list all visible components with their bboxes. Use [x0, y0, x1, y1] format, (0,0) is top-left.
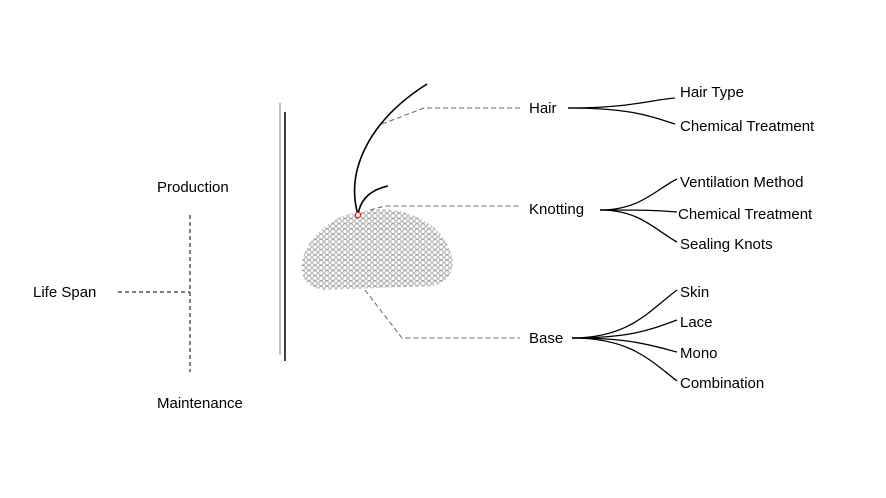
category-knotting: Knotting: [529, 201, 584, 218]
base-subitem: Skin: [680, 284, 709, 301]
knot-marker: [354, 211, 362, 219]
hair-subitem: Hair Type: [680, 84, 744, 101]
knotting-subitem: Ventilation Method: [680, 174, 803, 191]
knotting-subitem: Chemical Treatment: [678, 206, 813, 223]
category-hair: Hair: [529, 100, 557, 117]
base-leader: [364, 289, 520, 339]
hair-leader: [381, 107, 520, 125]
production-label: Production: [157, 179, 229, 196]
branch-curves: [567, 97, 678, 382]
base-subitem: Lace: [680, 314, 713, 331]
knotting-subitem: Sealing Knots: [680, 236, 773, 253]
hair-subitem: Chemical Treatment: [680, 118, 815, 135]
long-hair-strand: [353, 83, 428, 216]
base-subitem: Combination: [680, 375, 764, 392]
maintenance-label: Maintenance: [157, 395, 243, 412]
base-subitem: Mono: [680, 345, 718, 362]
base-mesh-illustration: [301, 209, 453, 290]
life-span-label: Life Span: [33, 284, 96, 301]
category-base: Base: [529, 330, 563, 347]
knotting-leader: [369, 205, 520, 211]
short-hair-strand: [357, 185, 389, 216]
